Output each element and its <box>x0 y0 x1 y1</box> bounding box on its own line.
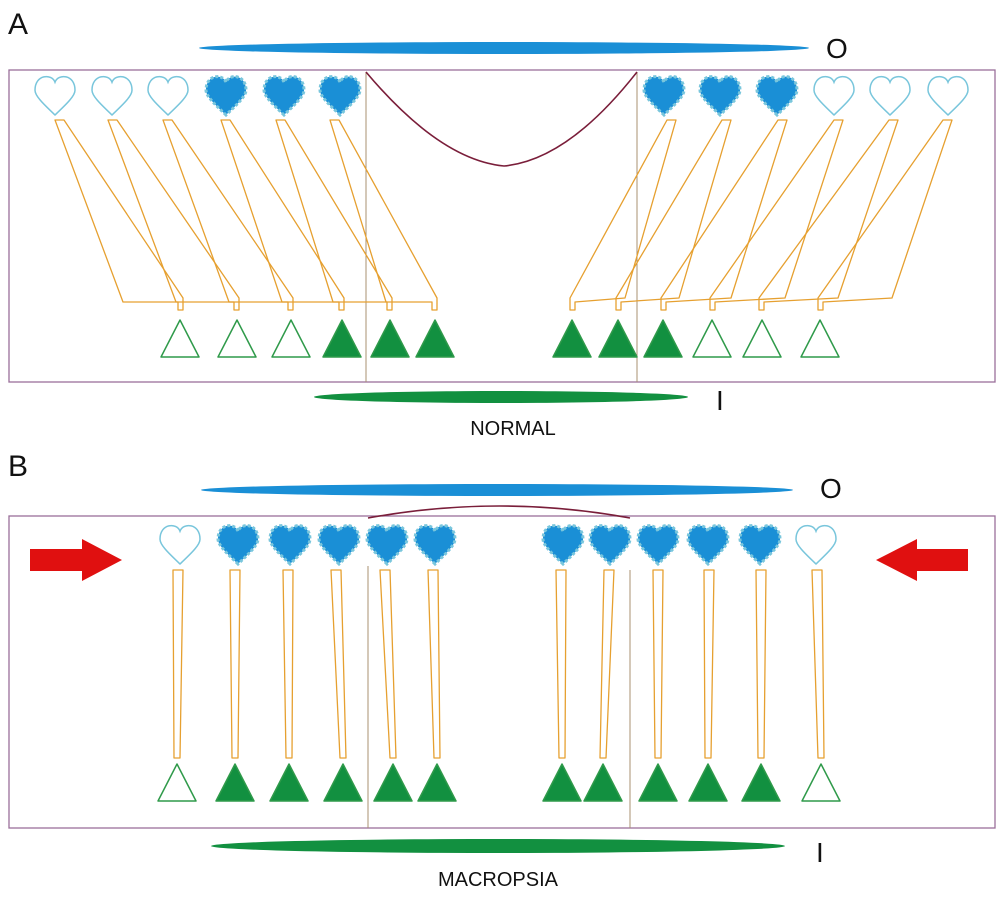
fiber <box>599 569 615 759</box>
filled-triangle-icon <box>598 319 638 358</box>
empty-triangle-icon <box>160 319 200 358</box>
filled-triangle-icon <box>688 763 728 802</box>
empty-heart-icon <box>927 75 969 117</box>
panel-b-ganglion-cells <box>157 763 841 802</box>
fiber <box>652 569 664 759</box>
empty-heart-icon <box>159 524 201 566</box>
panel-a-frame <box>8 69 996 383</box>
panel-a-fibers <box>54 119 953 311</box>
empty-triangle-icon <box>217 319 257 358</box>
filled-triangle-icon <box>552 319 592 358</box>
panel-b-outer-label: O <box>820 473 842 504</box>
filled-triangle-icon <box>741 763 781 802</box>
filled-heart-icon <box>216 524 260 567</box>
panel-a-inner-label: I <box>716 385 724 416</box>
panel-a-ganglion-cells <box>160 319 840 358</box>
right-red-arrow-icon <box>876 539 968 581</box>
panel-b-photoreceptors <box>159 524 837 567</box>
filled-heart-icon <box>317 524 361 567</box>
filled-triangle-icon <box>370 319 410 358</box>
fiber <box>107 119 240 311</box>
empty-heart-icon <box>147 75 189 117</box>
fiber <box>379 569 397 759</box>
fiber <box>758 119 899 311</box>
filled-triangle-icon <box>417 763 457 802</box>
filled-heart-icon <box>413 524 457 567</box>
fiber <box>229 569 241 759</box>
filled-heart-icon <box>636 524 680 567</box>
panel-b-inner-label: I <box>816 837 824 868</box>
filled-triangle-icon <box>373 763 413 802</box>
filled-triangle-icon <box>638 763 678 802</box>
empty-triangle-icon <box>157 763 197 802</box>
fiber <box>817 119 953 311</box>
fiber <box>329 119 438 311</box>
filled-heart-icon <box>698 75 742 118</box>
empty-triangle-icon <box>801 763 841 802</box>
filled-heart-icon <box>268 524 312 567</box>
filled-triangle-icon <box>323 763 363 802</box>
empty-triangle-icon <box>692 319 732 358</box>
panel-b-caption: MACROPSIA <box>438 869 559 891</box>
filled-triangle-icon <box>643 319 683 358</box>
fiber <box>282 569 294 759</box>
fiber <box>162 119 294 311</box>
panel-b-fovea-line <box>367 505 631 519</box>
panel-b-fibers <box>172 569 825 759</box>
filled-heart-icon <box>318 75 362 118</box>
panel-b-letter: B <box>8 450 28 483</box>
fiber <box>703 569 715 759</box>
fiber <box>660 119 788 311</box>
empty-triangle-icon <box>800 319 840 358</box>
empty-triangle-icon <box>742 319 782 358</box>
filled-heart-icon <box>365 524 409 567</box>
panel-a-photoreceptors <box>34 75 969 118</box>
panel-b-outer-ellipse <box>201 484 793 496</box>
empty-heart-icon <box>91 75 133 117</box>
empty-heart-icon <box>34 75 76 117</box>
fiber <box>755 569 767 759</box>
fiber <box>615 119 732 311</box>
fiber <box>555 569 567 759</box>
fiber <box>275 119 393 311</box>
filled-triangle-icon <box>269 763 309 802</box>
filled-heart-icon <box>686 524 730 567</box>
filled-heart-icon <box>541 524 585 567</box>
fiber <box>220 119 345 311</box>
filled-triangle-icon <box>415 319 455 358</box>
fiber <box>709 119 844 311</box>
filled-triangle-icon <box>322 319 362 358</box>
empty-heart-icon <box>869 75 911 117</box>
panel-a-outer-label: O <box>826 33 848 64</box>
panel-a-outer-ellipse <box>199 42 809 54</box>
fiber <box>569 119 677 311</box>
empty-heart-icon <box>813 75 855 117</box>
empty-triangle-icon <box>271 319 311 358</box>
fiber <box>330 569 347 759</box>
fiber <box>811 569 825 759</box>
fiber <box>172 569 184 759</box>
filled-heart-icon <box>204 75 248 118</box>
panel-b-inner-ellipse <box>211 839 785 853</box>
filled-heart-icon <box>588 524 632 567</box>
panel-a: A O I NORMAL <box>8 8 996 440</box>
panel-a-caption: NORMAL <box>470 418 556 440</box>
fiber <box>427 569 441 759</box>
filled-triangle-icon <box>215 763 255 802</box>
panel-a-inner-ellipse <box>314 391 688 403</box>
filled-heart-icon <box>642 75 686 118</box>
filled-heart-icon <box>755 75 799 118</box>
left-red-arrow-icon <box>30 539 122 581</box>
empty-heart-icon <box>795 524 837 566</box>
panel-a-fovea-line <box>365 71 638 167</box>
filled-heart-icon <box>738 524 782 567</box>
panel-b: B O I MACROPSIA <box>8 450 996 891</box>
panel-b-frame <box>8 515 996 829</box>
panel-a-letter: A <box>8 8 28 41</box>
filled-heart-icon <box>262 75 306 118</box>
filled-triangle-icon <box>542 763 582 802</box>
filled-triangle-icon <box>583 763 623 802</box>
fiber <box>54 119 184 311</box>
